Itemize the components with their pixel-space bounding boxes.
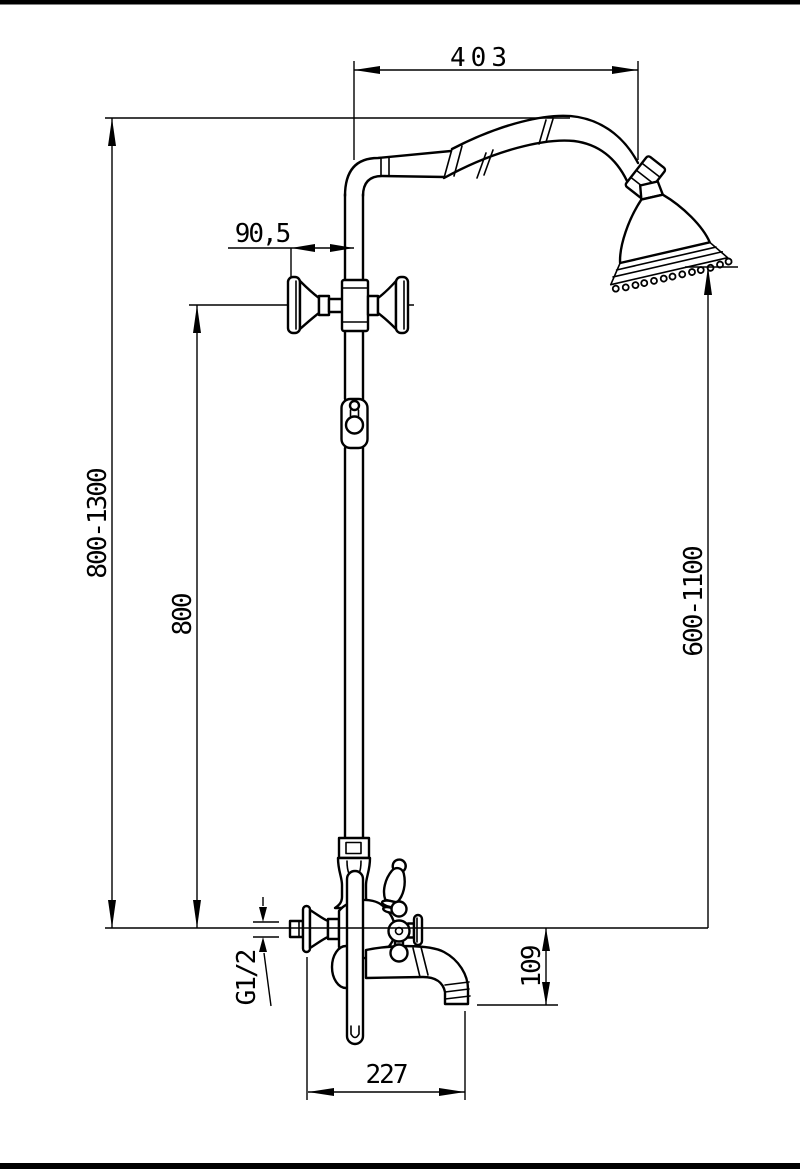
- dimension-spout-drop: 109: [477, 928, 558, 1006]
- shower-head-rim: [609, 241, 729, 286]
- dim-label-riser-height: 800: [168, 594, 198, 635]
- cross-handle-boss: [387, 919, 411, 943]
- dim-label-wall-offset: 90,5: [235, 219, 290, 249]
- dimension-head-height-range: 600-1100: [679, 266, 738, 928]
- dim-label-inlet-thread: G1/2: [232, 950, 262, 1005]
- dim-label-spout-drop: 109: [517, 946, 547, 987]
- handshower-wand: [345, 869, 365, 1046]
- hose-joint-ticks: [443, 118, 554, 179]
- slider-knob: [344, 415, 365, 435]
- bracket-right-cap: [394, 275, 410, 335]
- riser-body-connector: [337, 836, 371, 860]
- cross-handle-top-lobe: [390, 900, 408, 918]
- cross-handle-bottom-lobe: [389, 943, 409, 963]
- dimension-arm-reach: 403: [353, 43, 639, 160]
- cross-handle-end-cap: [412, 913, 424, 947]
- inlet-nipple: [288, 919, 305, 939]
- elbow-joint-ticks: [380, 157, 390, 177]
- shower-arm-hose: [442, 114, 640, 183]
- dim-label-spout-reach: 227: [366, 1060, 407, 1090]
- slider-clamp: [340, 397, 369, 450]
- bottom-frame-bar: [0, 1163, 800, 1169]
- shower-column-fixture: [286, 114, 733, 1046]
- dimension-spout-reach: 227: [306, 957, 466, 1100]
- dimension-riser-height: 800: [168, 304, 289, 928]
- dimension-inlet-thread: G1/2: [232, 897, 279, 1007]
- bracket-wall-flange: [286, 275, 302, 335]
- shower-head: [609, 180, 733, 293]
- top-frame-bar: [0, 0, 800, 5]
- dimension-overall-height-range: 800-1300: [83, 117, 570, 928]
- riser-pipe: [343, 192, 365, 840]
- dim-label-head-height-range: 600-1100: [679, 547, 709, 657]
- shower-arm-elbow: [343, 149, 453, 198]
- dimension-wall-offset: 90,5: [228, 219, 354, 277]
- tub-spout: [364, 944, 471, 1006]
- dim-label-arm-reach: 403: [450, 43, 512, 73]
- cross-handle: [387, 900, 424, 963]
- dim-label-overall-height-range: 800-1300: [83, 469, 113, 579]
- spout-aerator-ribs: [444, 981, 471, 1000]
- wall-bracket: [286, 275, 414, 335]
